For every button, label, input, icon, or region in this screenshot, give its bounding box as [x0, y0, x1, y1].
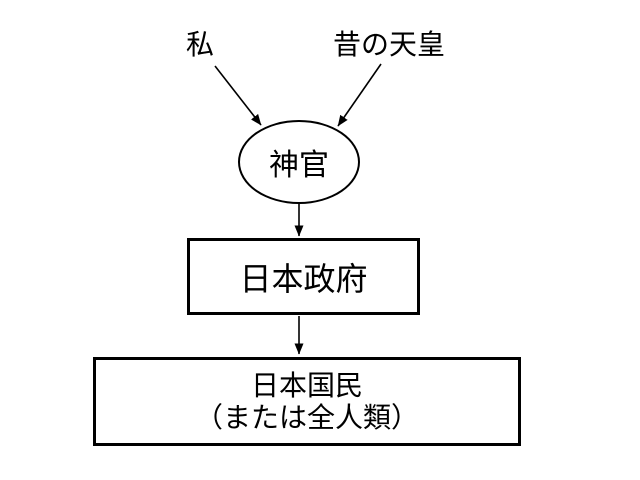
node-priest: 神官: [238, 120, 360, 204]
japanese-citizens-label-line2: （または全人類）: [194, 401, 419, 433]
japanese-citizens-label-line1: 日本国民: [250, 369, 363, 401]
node-japanese-government: 日本政府: [187, 238, 420, 315]
arrow-emperor-to-priest: [337, 63, 382, 127]
priest-label: 神官: [269, 149, 329, 182]
node-me-label: 私: [185, 29, 214, 60]
arrow-me-to-priest: [214, 65, 262, 126]
japanese-government-label: 日本政府: [239, 260, 368, 297]
node-japanese-citizens: 日本国民 （または全人類）: [93, 357, 521, 446]
node-former-emperor-label: 昔の天皇: [332, 29, 445, 60]
